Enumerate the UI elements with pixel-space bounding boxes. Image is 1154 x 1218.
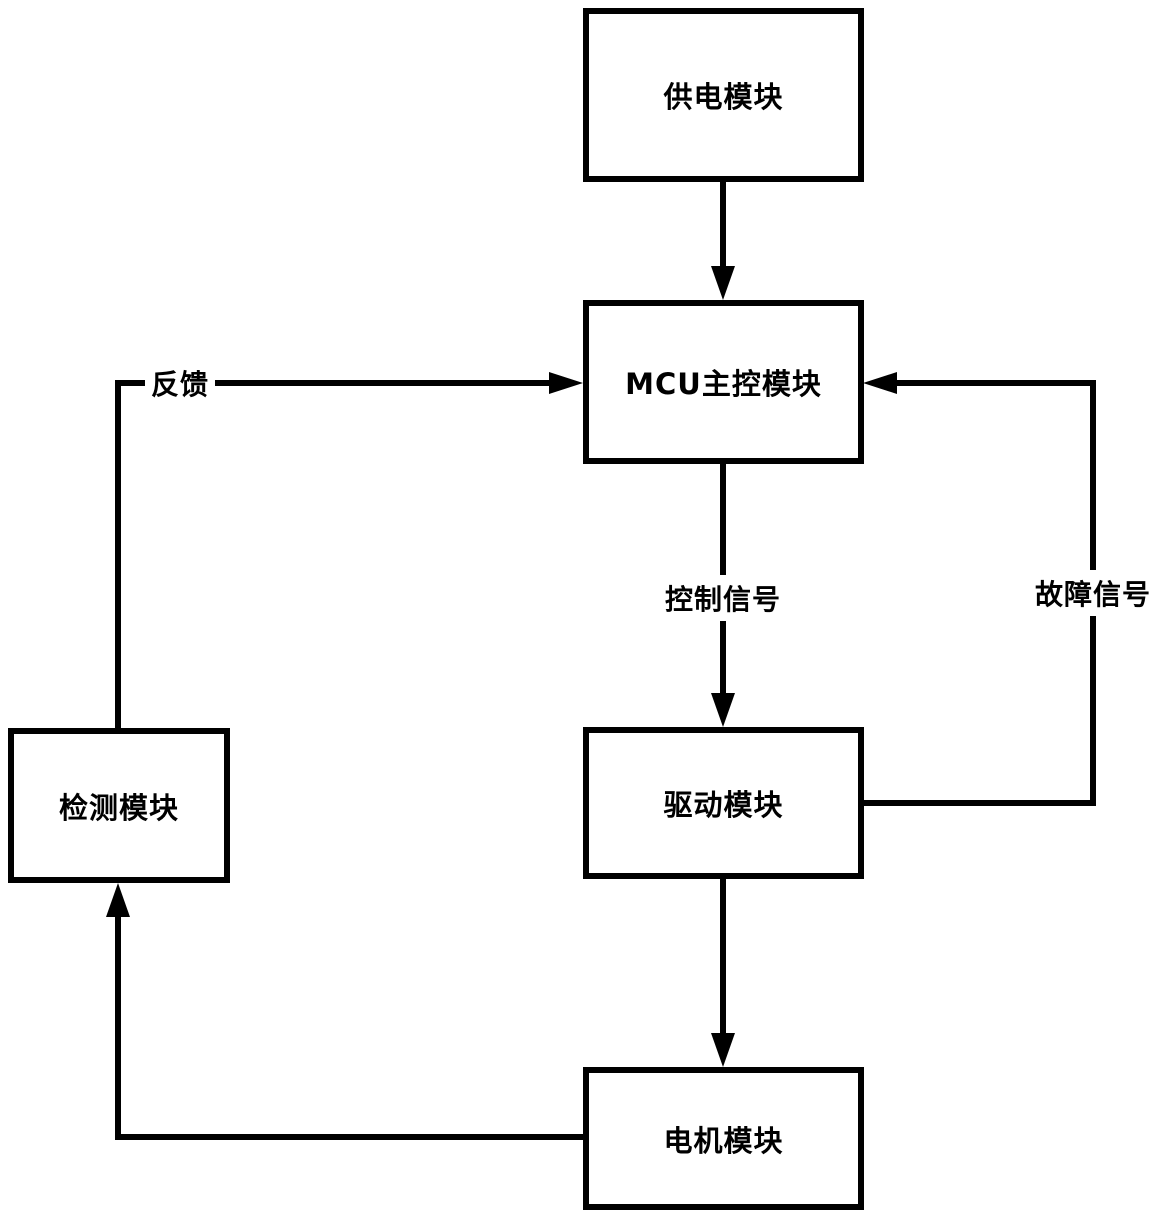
arrowhead-down-motor-top-icon xyxy=(711,1033,735,1067)
arrowhead-left-mcu-right-icon xyxy=(863,372,897,394)
node-drive-module: 驱动模块 xyxy=(583,727,864,879)
node-mcu-main-control-module: MCU主控模块 xyxy=(583,300,864,464)
node-power-module-label: 供电模块 xyxy=(663,80,784,114)
node-mcu-main-control-module-label: MCU主控模块 xyxy=(625,367,822,401)
node-motor-module-label: 电机模块 xyxy=(663,1123,784,1158)
arrowhead-up-detect-bottom-icon xyxy=(106,883,130,917)
edge-drive-to-mcu-top-hline xyxy=(897,380,1093,386)
node-detection-module-label: 检测模块 xyxy=(58,790,179,825)
arrowhead-right-mcu-left-icon xyxy=(549,372,583,394)
node-power-module: 供电模块 xyxy=(583,8,864,182)
edge-motor-to-detect-vline xyxy=(115,915,121,1140)
node-motor-module: 电机模块 xyxy=(583,1067,864,1210)
edge-motor-to-detect-hline xyxy=(115,1134,583,1140)
arrowhead-down-mcu-top-icon xyxy=(711,266,735,300)
edge-label-feedback: 反馈 xyxy=(144,360,216,406)
edge-power-to-mcu-line xyxy=(720,182,726,270)
edge-drive-to-motor-line xyxy=(720,879,726,1036)
node-detection-module: 检测模块 xyxy=(8,728,230,883)
edge-label-control-signal: 控制信号 xyxy=(658,575,788,621)
edge-detect-to-mcu-vline xyxy=(115,380,121,728)
node-drive-module-label: 驱动模块 xyxy=(663,788,784,822)
edge-drive-to-mcu-bottom-hline xyxy=(863,800,1096,806)
edge-label-fault-signal: 故障信号 xyxy=(1028,570,1154,616)
arrowhead-down-drive-top-icon xyxy=(711,693,735,727)
edge-detect-to-mcu-hline xyxy=(115,380,551,386)
